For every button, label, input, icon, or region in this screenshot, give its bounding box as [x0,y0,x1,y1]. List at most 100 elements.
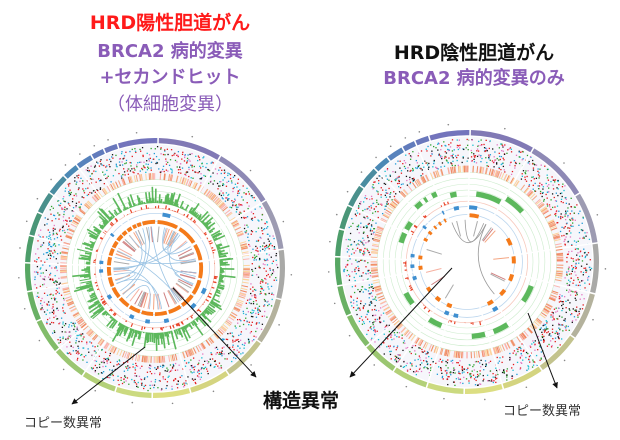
structural-variant-tick [153,293,155,310]
orange-track-segment [106,256,113,266]
orange-track-segment [505,237,513,246]
structural-variant-tick [484,230,496,243]
chromosome-tick [443,397,445,400]
chromosome-tick [418,131,421,133]
ideogram-band [218,156,266,203]
chromosome-11 [366,295,442,371]
orange-track-segment [142,219,156,226]
structural-variant-tick [172,286,185,299]
ideogram-band [276,249,285,299]
ideogram-band [76,155,93,169]
arrow-left-structural [172,287,257,378]
orange-track-segment [128,305,141,314]
chromosome-7 [486,299,542,389]
chromosome-3 [193,200,285,261]
copy-number-segment [471,331,486,340]
ideogram-band [415,135,430,146]
structural-variant-tick [114,274,131,281]
chromosome-tick [389,145,392,148]
chromosome-2 [178,156,266,244]
chromosome-tick [592,318,594,321]
chromosome-18 [360,168,433,236]
arrow-right-structural [349,267,453,378]
ideogram-band [575,193,598,243]
structural-variant-tick [113,269,130,273]
chromosome-11 [55,297,130,376]
structural-variant-tick [481,227,492,241]
structural-variant-tick [124,238,137,251]
chromosome-1 [469,127,533,219]
chromosome-6 [499,288,575,371]
ideogram-band [360,168,378,188]
chromosome-13 [23,276,115,321]
structural-variant-link [174,271,197,285]
structural-variant-tick [165,229,173,245]
structural-variant-tick [163,228,170,244]
structural-variant-tick [178,278,193,287]
structural-variant-link [113,241,188,269]
chromosome-15 [329,229,423,260]
chromosome-tick [348,334,351,337]
ideogram-band [27,291,41,321]
chromosome-tick [36,197,39,200]
structural-variant-tick [444,284,454,299]
chromosome-tick [375,156,377,159]
copy-number-segment [492,322,509,335]
orange-track-segment [121,230,128,237]
left-title: HRD陽性胆道がん [89,12,251,34]
chromosome-tick [447,123,450,126]
ideogram-band [337,285,352,316]
chromosome-tick [290,273,293,276]
loh-segment [410,264,415,269]
chromosome-tick [596,214,599,216]
structural-variant-tick [156,226,160,243]
ideogram-band [226,340,261,375]
copy-number-segment [475,191,502,205]
chromosome-3 [505,193,599,248]
chromosome-7 [168,304,229,393]
structural-variant-tick [137,291,145,307]
chromosome-18 [49,176,124,242]
chromosome-6 [180,294,261,375]
chromosome-22 [415,131,449,206]
structural-variant-link [162,227,191,255]
chromosome-tick [25,220,28,223]
structural-variant-tick [115,253,131,260]
structural-variant-tick [138,291,146,307]
loh-segment [106,294,113,300]
structural-variant-tick [490,272,506,280]
loh-segment [99,269,104,273]
ideogram-band [36,319,59,351]
structural-variant-tick [143,292,149,309]
loh-segment [443,310,450,316]
loh-segment [410,253,415,258]
ideogram-band [82,371,116,392]
chromosome-tick [525,386,528,389]
chromosome-12 [36,286,121,351]
chromosome-15 [19,236,113,266]
ideogram-band [429,130,470,141]
copy-number-segment [430,191,438,199]
ideogram-band [190,371,229,393]
loh-segment [109,232,115,238]
loh-segment [453,313,459,319]
copy-number-segment [403,291,415,306]
orange-track-segment [141,310,154,317]
loh-segment [453,205,460,211]
ideogram-band [470,130,533,153]
copy-number-segment [521,285,534,303]
chromosome-tick [135,131,138,134]
loh-segment [412,275,418,281]
orange-track-segment [499,288,507,297]
structural-variant-tick [167,290,176,305]
structural-variant-label: 構造異常 [263,390,340,412]
copy-number-segment [414,200,424,210]
chromosome-10 [82,305,141,392]
chromosome-tick [563,162,565,164]
orange-track-segment [111,286,121,299]
chromosome-2 [504,148,580,215]
ideogram-band [25,263,33,291]
chromosome-tick [62,368,65,371]
